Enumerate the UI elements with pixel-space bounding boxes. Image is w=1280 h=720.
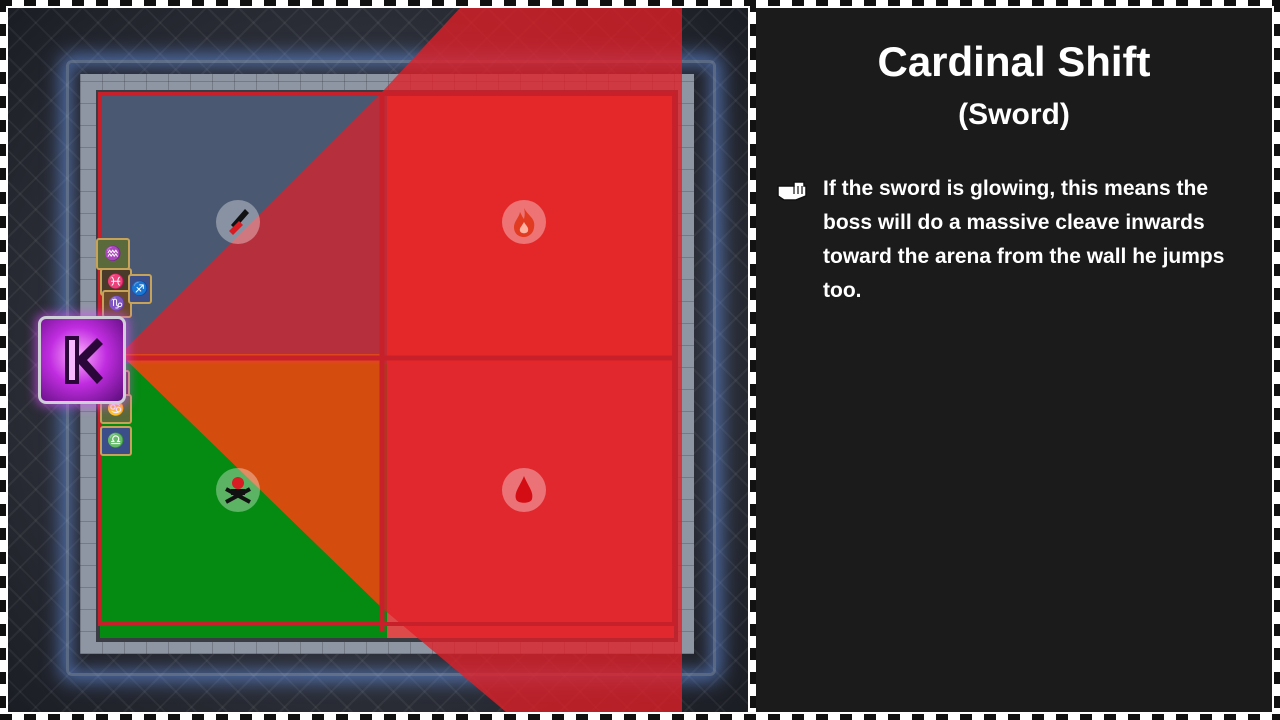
waymark-tile-4: ♐ [128,274,152,304]
bottom-dash-border [0,714,1280,720]
sword-icon [229,209,249,235]
poison-skull-icon [225,477,251,504]
fire-marker [502,200,546,244]
boss-portrait-icon [65,336,103,384]
pointing-hand-icon [777,181,807,201]
mechanic-title: Cardinal Shift [877,38,1151,85]
info-panel: Cardinal Shift (Sword) If the sword is g… [756,8,1272,712]
mechanic-description: If the sword is glowing, this means the … [823,177,1225,302]
top-dash-border [0,0,1280,6]
arena-diagram: ♒ ♓ ♑ ♐ ♌ ♋ ♎ [8,8,748,712]
left-dash-border [0,0,6,720]
blood-marker [502,468,546,512]
boss-portrait [38,316,126,404]
cleave-overlay [98,8,682,712]
right-dash-border [1274,0,1280,720]
blood-drop-icon [515,476,533,503]
waymark-tile-7: ♎ [100,426,132,456]
fire-icon [514,208,535,237]
center-dash-border [750,0,756,720]
sword-marker [216,200,260,244]
mechanic-subtitle: (Sword) [958,98,1070,131]
cleave-overlap-zone [120,354,382,608]
waymark-tile-1: ♒ [96,238,130,270]
poison-marker [216,468,260,512]
